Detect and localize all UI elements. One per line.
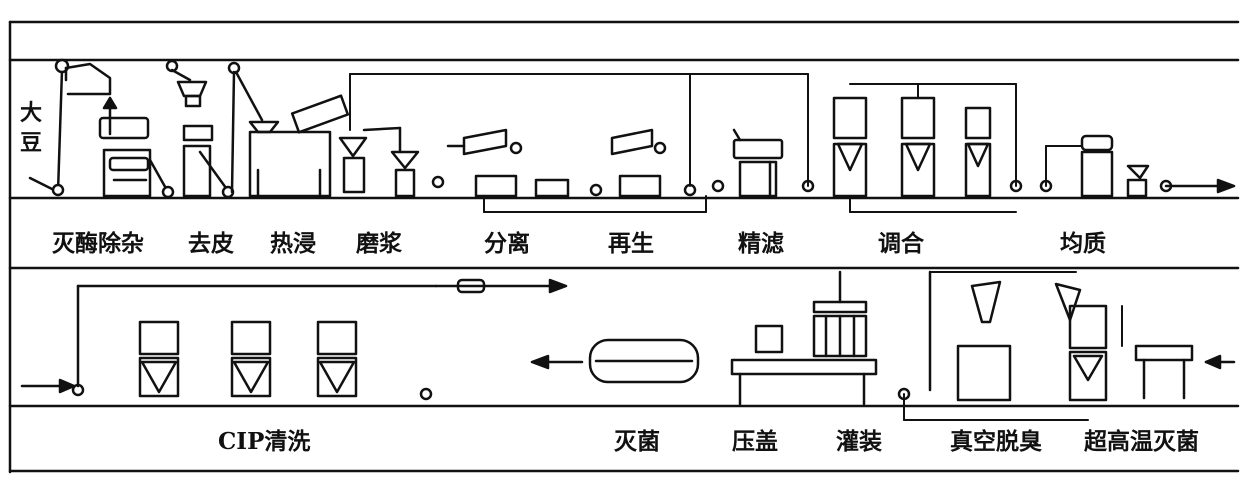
separation-unit <box>446 128 603 198</box>
blending-tanks <box>832 96 1053 198</box>
regeneration-unit <box>610 128 725 198</box>
pipe-network <box>349 73 1123 421</box>
soaking-tank <box>227 61 350 198</box>
stage-label-homogenization: 均质 <box>1060 230 1106 257</box>
stage-label-fine-filtration: 精滤 <box>738 230 784 257</box>
homogenizer-unit <box>1080 134 1236 198</box>
stage-label-blending: 调合 <box>878 230 924 257</box>
stage-label-uht-sterilization: 超高温灭菌 <box>1084 428 1199 455</box>
vacuum-deodorizer <box>928 270 1012 402</box>
capping-unit <box>730 324 878 406</box>
stage-label-regeneration: 再生 <box>608 230 654 257</box>
sterilizer-drum <box>530 338 700 384</box>
stage-label-separation: 分离 <box>484 230 530 257</box>
cip-cleaning-unit <box>20 278 568 401</box>
fine-filter-unit <box>732 128 815 198</box>
stage-label-enzyme-inactivation: 灭酶除杂 <box>52 230 144 257</box>
diagram-frame <box>8 20 1240 474</box>
uht-sterilizer <box>1054 282 1236 402</box>
stage-label-dehulling: 去皮 <box>188 230 234 257</box>
filling-unit <box>812 270 911 401</box>
stage-label-vacuum-deodorization: 真空脱臭 <box>950 428 1042 455</box>
input-label-soybean: 大豆 <box>19 100 42 156</box>
stage-label-capping: 压盖 <box>732 428 778 455</box>
stage-label-soaking: 热浸 <box>270 230 316 257</box>
stage-label-filling: 灌装 <box>836 428 882 455</box>
input-pulley <box>28 58 70 197</box>
grinding-unit <box>338 126 445 198</box>
stage-label-cip-cleaning: CIP清洗 <box>218 428 311 455</box>
enzyme-inactivation-unit <box>64 62 175 199</box>
stage-label-grinding: 磨浆 <box>356 230 402 257</box>
stage-label-sterilization: 灭菌 <box>614 428 660 455</box>
dehulling-unit <box>165 59 235 199</box>
